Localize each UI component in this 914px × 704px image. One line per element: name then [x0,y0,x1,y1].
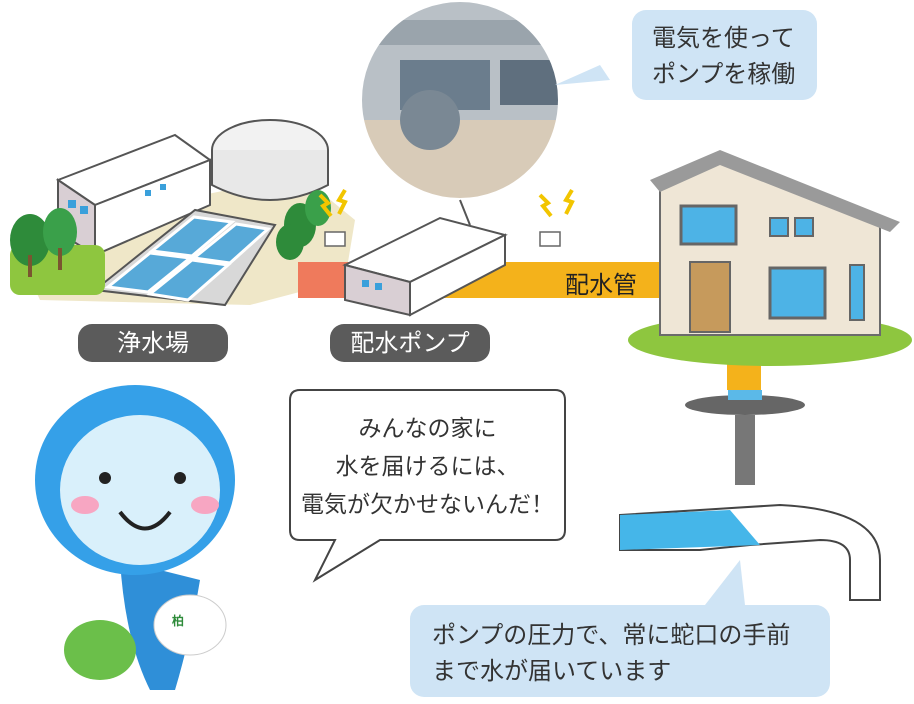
leaf-icon [64,620,136,680]
callout-bottom-pointer [705,560,745,605]
speech-bubble-text: みんなの家に 水を届けるには、 電気が欠かせないんだ！ [290,410,565,524]
dome-tank-body [211,150,329,201]
house-roof [650,150,900,232]
plant-building-side [94,158,211,257]
speech-line2: 水を届けるには、 [335,454,520,480]
trees-right [276,190,331,260]
mascot-character [35,385,235,690]
callout-electric-pump: 電気を使って ポンプを稼働 [632,10,817,100]
speech-line1: みんなの家に [358,416,497,442]
speech-line3: 電気が欠かせないんだ！ [301,492,554,518]
label-treatment-plant: 浄水場 [78,324,228,362]
faucet-water [620,510,760,550]
house-window-top [679,204,738,246]
callout-top-pointer [555,65,610,85]
callout-top-line2: ポンプを稼働 [652,60,796,88]
pump-photo [360,0,560,200]
pool-water [104,215,272,302]
house-door [689,261,731,333]
faucet-handle [685,395,805,415]
callout-bottom-line1: ポンプの圧力で、常に蛇口の手前 [432,621,791,649]
callout-pressure: ポンプの圧力で、常に蛇口の手前 まで水が届いています [410,605,830,697]
callout-top-line1: 電気を使って [652,24,795,52]
speech-bubble-shape [289,389,566,583]
label-distribution-pipe: 配水管 [565,271,637,299]
power-outlet-2 [538,188,575,247]
mascot-badge: 柏 [172,614,185,628]
callout-bottom-line2: まで水が届いています [432,657,672,685]
power-outlet-1 [318,188,348,247]
trees-left [10,208,105,295]
pump-building-side [409,233,506,317]
label-distribution-pump: 配水ポンプ [330,324,490,362]
